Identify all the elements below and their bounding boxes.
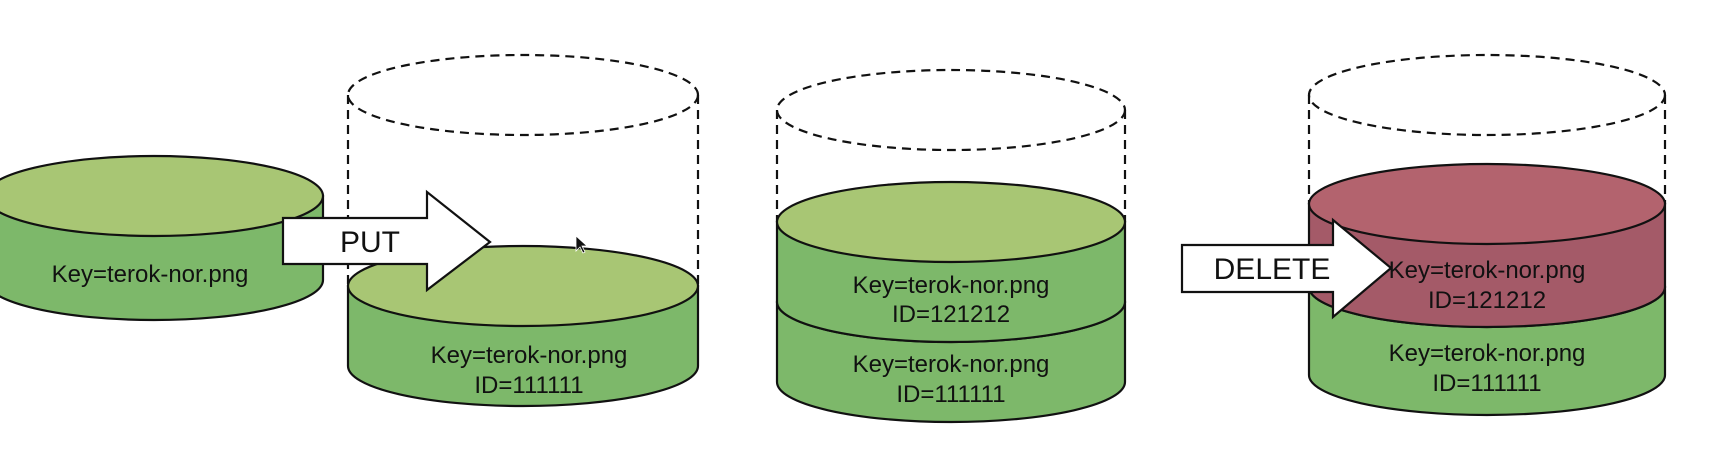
- bucket-1: Key=terok-nor.png ID=111111: [346, 53, 700, 408]
- bucket-1-object-1: Key=terok-nor.png ID=111111: [346, 244, 700, 408]
- bucket-2: Key=terok-nor.png ID=111111 Key=terok-no…: [775, 68, 1127, 424]
- standalone-object-top: [0, 154, 325, 238]
- bucket-3-object-2-id: ID=111111: [1432, 370, 1541, 397]
- bucket-1-object-1-key: Key=terok-nor.png: [431, 342, 628, 369]
- put-arrow: PUT: [281, 189, 492, 293]
- standalone-object: Key=terok-nor.png: [0, 154, 325, 322]
- bucket-2-object-2-key: Key=terok-nor.png: [853, 351, 1050, 378]
- standalone-object-key: Key=terok-nor.png: [52, 261, 249, 288]
- bucket-3-object-2-key: Key=terok-nor.png: [1389, 340, 1586, 367]
- bucket-2-object-2-id: ID=111111: [896, 381, 1005, 408]
- delete-arrow: DELETE: [1180, 217, 1393, 320]
- bucket-3-delete-marker-id: ID=121212: [1428, 287, 1546, 314]
- bucket-3-outline: [1307, 53, 1667, 204]
- delete-arrow-label: DELETE: [1214, 253, 1331, 286]
- bucket-1-outline: [346, 53, 700, 286]
- bucket-3-delete-marker: Key=terok-nor.png ID=121212: [1307, 162, 1667, 329]
- bucket-3: Key=terok-nor.png ID=111111 Key=terok-no…: [1307, 53, 1667, 417]
- bucket-2-object-1-key: Key=terok-nor.png: [853, 272, 1050, 299]
- bucket-3-delete-marker-key: Key=terok-nor.png: [1389, 257, 1586, 284]
- mouse-pointer-icon: [575, 235, 589, 254]
- bucket-2-object-1-id: ID=121212: [892, 301, 1010, 328]
- bucket-2-object-1: Key=terok-nor.png ID=121212: [775, 180, 1127, 344]
- bucket-2-outline: [775, 68, 1127, 222]
- put-arrow-label: PUT: [340, 226, 400, 259]
- bucket-1-object-1-id: ID=111111: [474, 372, 583, 399]
